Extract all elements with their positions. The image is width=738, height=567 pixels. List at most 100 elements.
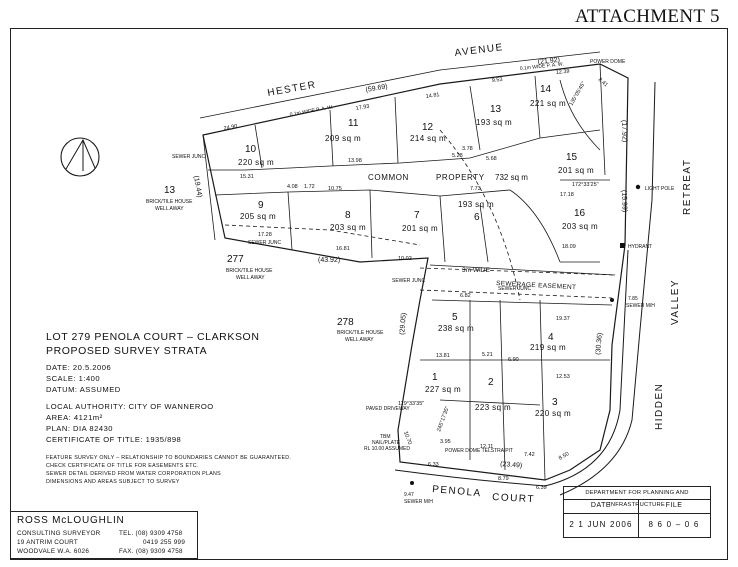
lot-area: 209 sq m <box>325 134 361 143</box>
lot-area: 223 sq m <box>475 403 511 412</box>
sewer-junction-label: SEWER JUNC <box>392 278 425 284</box>
surveyor-name: ROSS McLOUGHLIN <box>17 515 125 526</box>
note: DIMENSIONS AND AREAS SUBJECT TO SURVEY <box>46 479 180 485</box>
attachment-label: ATTACHMENT 5 <box>575 6 720 27</box>
file-label: FILE <box>638 499 710 514</box>
north-arrow-pointer <box>65 138 96 171</box>
lot-num: 15 <box>566 152 578 163</box>
dim: 17.93 <box>355 104 370 112</box>
street-penola: PENOLA <box>432 484 482 499</box>
surveyor-suburb: WOODVALE W.A. 6026 <box>17 548 90 555</box>
surveyor-mobile: 0419 255 999 <box>143 539 186 546</box>
lot-num: 14 <box>540 84 552 95</box>
plan-datum: DATUM: ASSUMED <box>46 385 121 394</box>
sewer-mh-bottom: SEWER M/H <box>404 499 433 505</box>
authority-details: LOCAL AUTHORITY: CITY OF WANNEROO AREA: … <box>46 401 214 445</box>
dim: 9.53 <box>492 77 503 84</box>
department-name: DEPARTMENT FOR PLANNING AND INFRASTRUCTU… <box>564 487 710 508</box>
neighbour-house: BRICK/TILE HOUSE <box>226 268 273 274</box>
dim-lot4-east: (30.36) <box>595 332 604 355</box>
note: CHECK CERTIFICATE OF TITLE FOR EASEMENTS… <box>46 463 199 469</box>
angle: 135°05'45" <box>569 81 588 107</box>
dim: 5.68 <box>486 156 497 162</box>
lot-num: 6 <box>474 212 480 223</box>
dim: 7.42 <box>524 452 535 458</box>
lot-num: 1 <box>432 372 438 383</box>
dim: 24.90 <box>223 124 238 132</box>
dim: 3.95 <box>440 439 451 445</box>
street-avenue: AVENUE <box>454 42 504 59</box>
neighbour-house: BRICK/TILE HOUSE <box>337 330 384 336</box>
lot-num: 5 <box>452 312 458 323</box>
paved-driveway-label: PAVED DRIVEWAY <box>366 406 410 412</box>
surveyor-block: ROSS McLOUGHLIN CONSULTING SURVEYOR 19 A… <box>10 511 198 559</box>
lot-num: 2 <box>488 377 494 388</box>
paw-label: 0.1m WIDE P. A. W. <box>289 104 333 118</box>
paw-label: 0.1m WIDE P. A. W. <box>520 61 564 72</box>
lot-num: 8 <box>345 210 351 221</box>
plan-date: DATE: 20.5.2006 <box>46 363 112 372</box>
sewer-junction-label: SEWER JUNC <box>248 240 281 246</box>
angle: 172°33'25" <box>572 182 599 188</box>
sewer-mh-icon <box>410 481 414 485</box>
dim: 5.28 <box>452 153 463 159</box>
lot-num: 13 <box>490 104 502 115</box>
neighbour-lot-278: 278 <box>337 317 354 328</box>
drawing-frame <box>10 28 728 560</box>
neighbour-well: WELL AWAY <box>236 275 265 281</box>
dim: 8.41 <box>597 77 609 88</box>
angle: 119°33'35" <box>398 401 424 407</box>
power-dome-label: POWER DOME <box>590 59 626 65</box>
sewer-mh-label: SEWER M/H <box>626 303 655 309</box>
mh-level: 9.47 <box>404 492 414 498</box>
title-block: LOT 279 PENOLA COURT – CLARKSON PROPOSED… <box>46 330 260 358</box>
angle: 245°17'35" <box>436 406 451 433</box>
dim: 6.90 <box>508 357 519 363</box>
lot-area: 238 sq m <box>438 324 474 333</box>
dim: 8.50 <box>558 451 570 462</box>
dim: 14.81 <box>425 92 439 100</box>
light-pole-icon <box>635 184 641 190</box>
common-label: COMMON <box>368 173 409 182</box>
department-stamp: DEPARTMENT FOR PLANNING AND INFRASTRUCTU… <box>563 486 711 538</box>
dim: 12.53 <box>556 374 570 380</box>
dim-west-total: (19.44) <box>192 175 203 198</box>
penola-court-kerb <box>394 249 629 487</box>
lot-num: 12 <box>422 122 434 133</box>
surveyor-role: CONSULTING SURVEYOR <box>17 530 101 537</box>
dim: 19.37 <box>556 316 570 322</box>
dim: 13.98 <box>348 158 362 164</box>
file-value: 8 6 0 – 0 6 <box>648 520 700 529</box>
street-retreat: RETREAT <box>682 159 693 215</box>
dim-east-total-2: (15.99) <box>620 190 628 212</box>
lot-num: 4 <box>548 332 554 343</box>
lot-area: 201 sq m <box>402 224 438 233</box>
surveyor-address: 19 ANTRIM COURT <box>17 539 79 546</box>
date-value: 2 1 JUN 2006 <box>569 520 633 529</box>
dim: 17.18 <box>560 192 574 198</box>
lot-area: 221 sq m <box>530 99 566 108</box>
dim: 10.70 <box>402 431 412 446</box>
hydrant-label: HYDRANT <box>628 244 652 250</box>
dim: 12.11 <box>480 444 493 450</box>
dim: 6.39 <box>536 485 547 491</box>
dim: 17.28 <box>258 232 272 238</box>
dim-hester-total: (59.69) <box>365 83 388 94</box>
lot-area: 193 sq m <box>458 200 494 209</box>
dim: 8.79 <box>498 476 509 482</box>
common-area: 732 sq m <box>495 173 528 182</box>
dim: 4.08 <box>287 184 298 190</box>
dim: 13.81 <box>436 353 450 359</box>
easement-width: 3m WIDE <box>462 267 490 274</box>
dim: 16.81 <box>336 246 350 252</box>
property-label: PROPERTY <box>436 173 485 182</box>
lot-area: 203 sq m <box>330 223 366 232</box>
dim-east-total-1: (17.92) <box>620 120 628 142</box>
telstra-label: POWER DOME TELSTRA PIT <box>445 448 513 454</box>
sewer-junction-label: SEWER JUNC <box>172 154 205 160</box>
tbm-plate: NAIL/PLATE <box>372 440 401 446</box>
lot-area: 227 sq m <box>425 385 461 394</box>
neighbour-lot-277: 277 <box>227 254 244 265</box>
hydrant-icon <box>620 243 625 248</box>
